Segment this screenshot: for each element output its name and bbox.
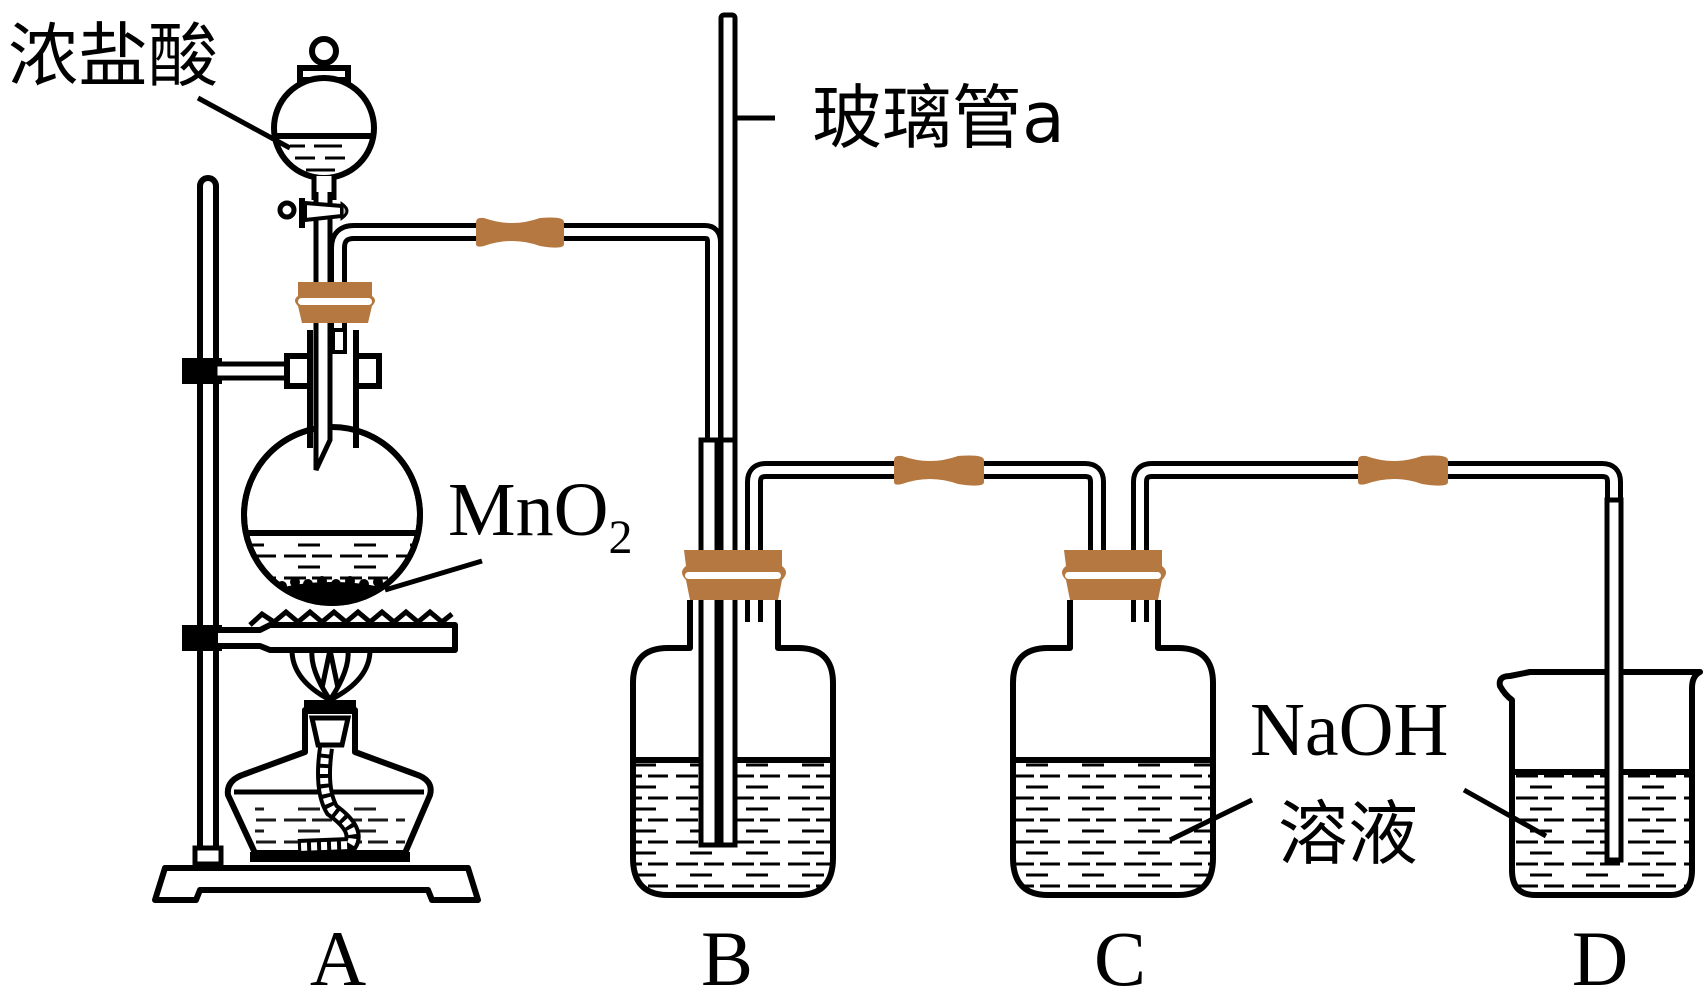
separatory-funnel — [271, 36, 377, 228]
label-conc-hcl: 浓盐酸 — [8, 15, 218, 97]
apparatus-d — [1496, 497, 1703, 898]
label-mno2-main: MnO — [448, 468, 608, 552]
label-naoh: NaOH — [1250, 688, 1448, 772]
ring-clamp — [182, 608, 458, 653]
leader-naoh-d — [1462, 787, 1548, 839]
stopcock — [277, 198, 349, 228]
outlet-tube-a — [329, 223, 723, 445]
stand-rod — [197, 175, 219, 856]
leader-mno2 — [384, 558, 483, 593]
mno2-solid — [270, 576, 394, 603]
rubber-stopper-c — [1062, 550, 1166, 600]
label-c: C — [1094, 915, 1146, 997]
leader-naoh-c — [1168, 797, 1254, 843]
flame — [289, 649, 373, 703]
leader-conc-hcl — [196, 95, 292, 151]
label-mno2-sub: 2 — [608, 511, 632, 564]
label-glass-tube-a: 玻璃管a — [812, 77, 1065, 159]
stand-base — [152, 865, 481, 903]
alcohol-lamp — [224, 649, 434, 862]
wire-gauze — [248, 608, 454, 627]
rubber-stopper-b — [682, 550, 786, 600]
label-mno2: MnO2 — [448, 468, 632, 564]
label-d: D — [1572, 915, 1628, 997]
label-solution: 溶液 — [1278, 793, 1418, 875]
rubber-connector-1 — [476, 217, 564, 248]
label-b: B — [701, 915, 753, 997]
label-a: A — [310, 915, 366, 997]
funnel-stem — [313, 190, 333, 472]
rubber-connector-3 — [1358, 455, 1448, 486]
apparatus-a — [152, 36, 723, 903]
rubber-stopper-a — [295, 282, 375, 323]
rubber-connector-2 — [894, 455, 984, 486]
